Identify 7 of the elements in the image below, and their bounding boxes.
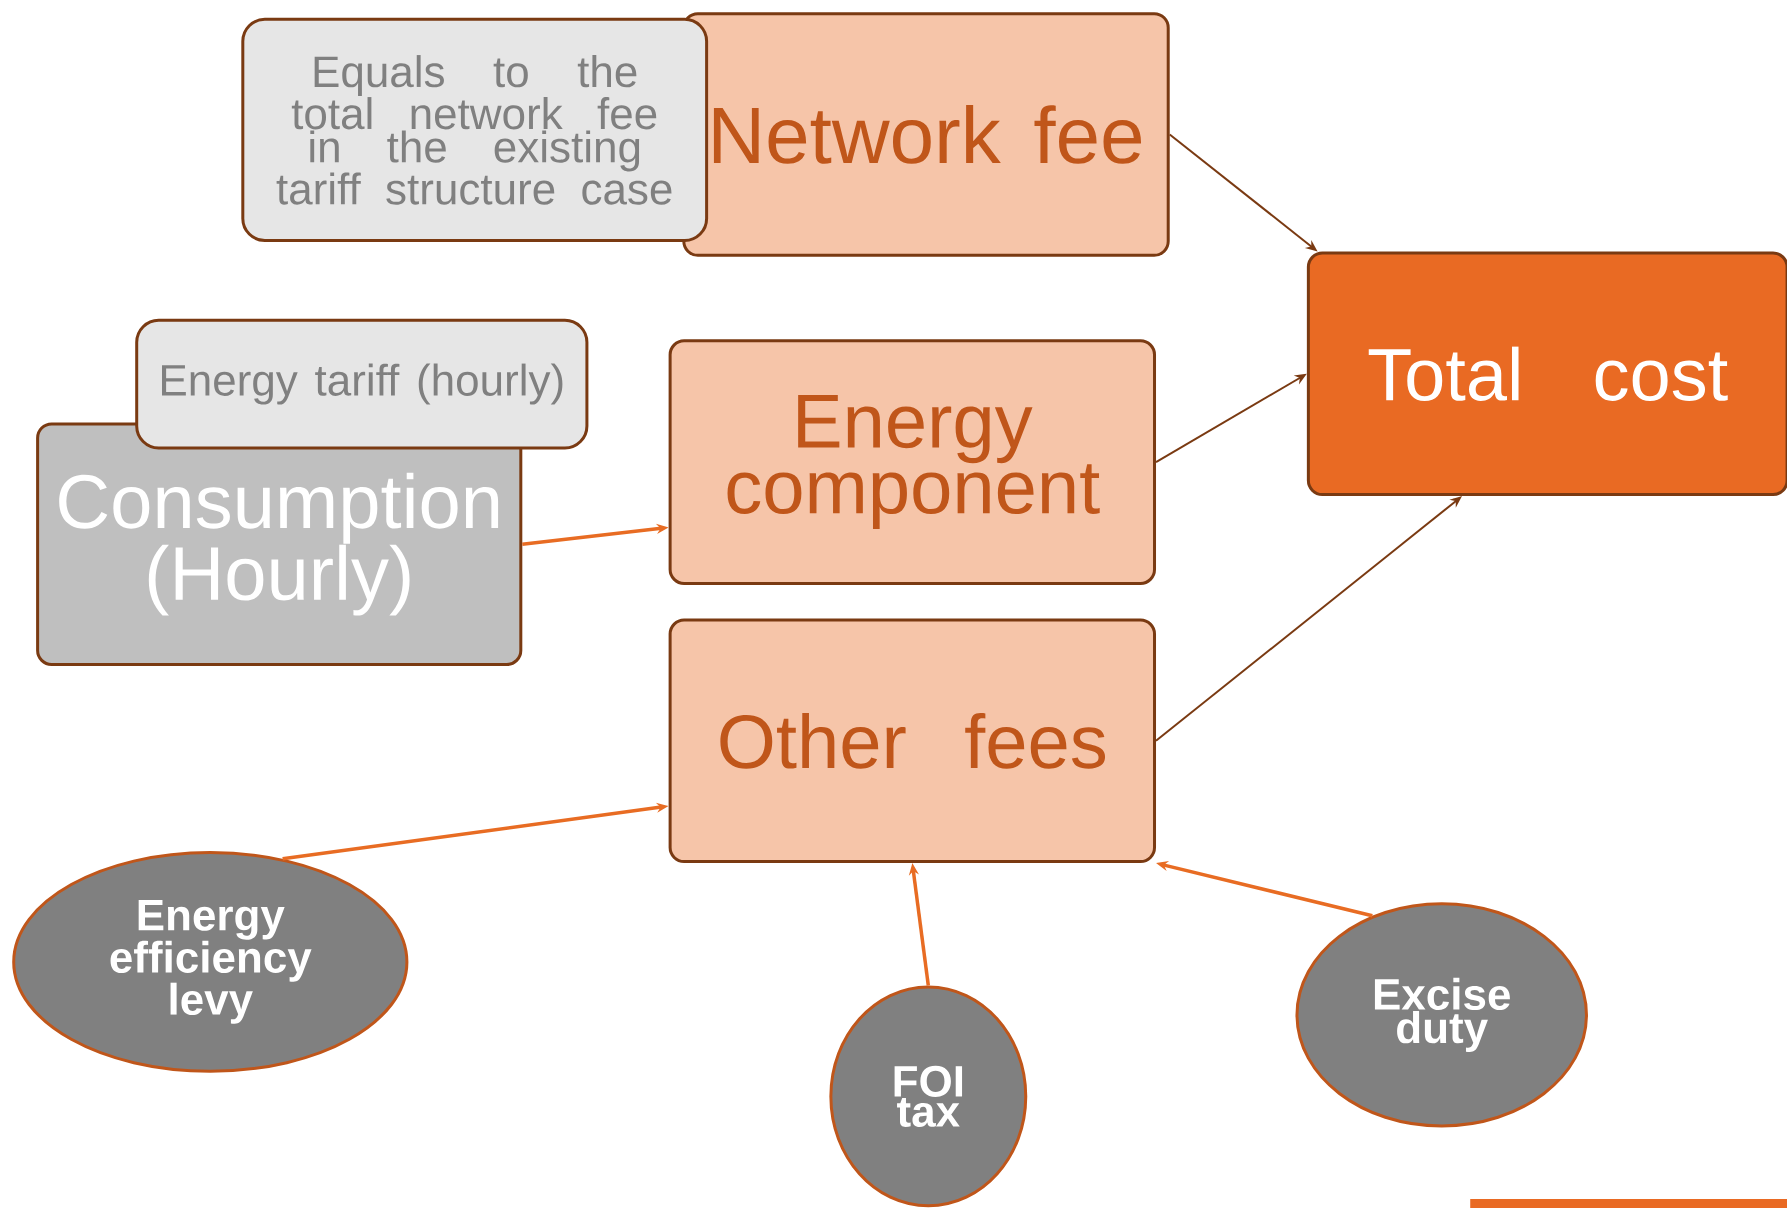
process-box: Other fees xyxy=(668,618,1156,864)
process-box: Energy component xyxy=(668,339,1156,585)
result-box: Total cost xyxy=(1306,251,1787,497)
input-box: Consumption (Hourly) xyxy=(36,422,523,666)
note-box: Energy tariff (hourly) xyxy=(135,318,589,450)
process-box: Network fee xyxy=(682,12,1170,257)
note-box: Equals to the total network fee in the existing tariff structure case xyxy=(241,17,709,242)
